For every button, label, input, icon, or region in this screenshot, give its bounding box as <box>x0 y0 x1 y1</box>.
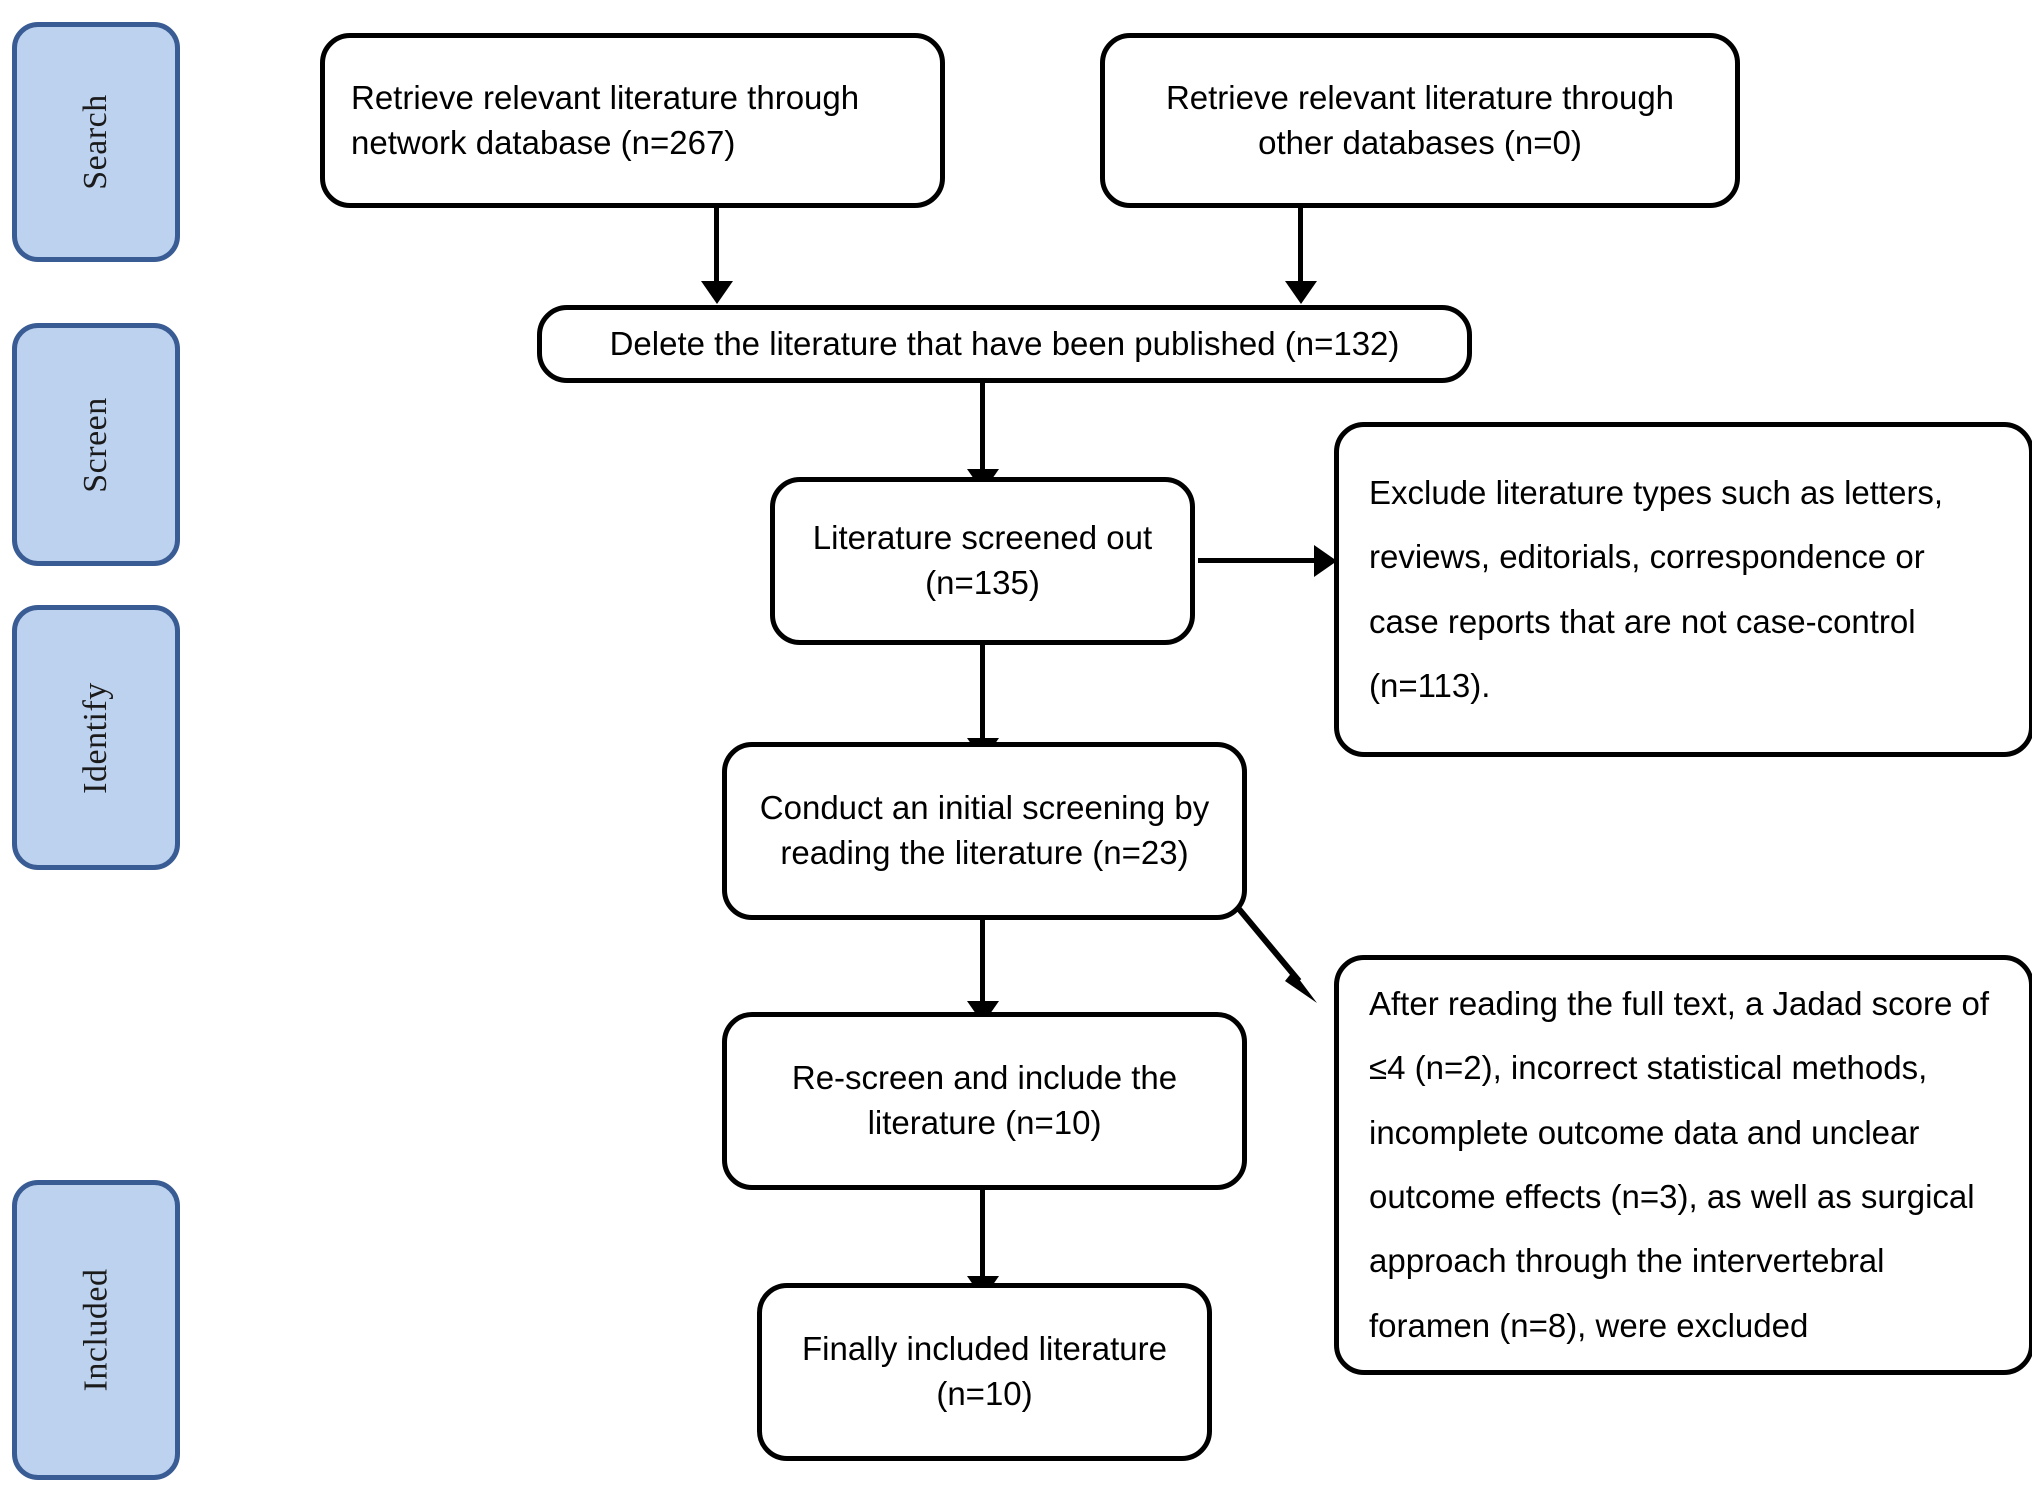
arrow-initial-screening-to-full-text-exclusions <box>1236 907 1317 1003</box>
arrow-source-other-to-delete <box>1298 208 1303 283</box>
box-exclude-literature-types-text: Exclude literature types such as letters… <box>1369 473 1944 704</box>
box-full-text-exclusions: After reading the full text, a Jadad sco… <box>1334 955 2032 1375</box>
stage-box-screen: Screen <box>12 323 180 566</box>
box-rescreen-include: Re-screen and include the literature (n=… <box>722 1012 1247 1190</box>
arrow-delete-to-screened-out <box>980 383 985 471</box>
stage-box-search: Search <box>12 22 180 262</box>
box-source-other-databases-text: Retrieve relevant literature through oth… <box>1165 78 1675 161</box>
box-rescreen-include-text: Re-screen and include the literature (n=… <box>791 1059 1178 1141</box>
box-source-network-database-text: Retrieve relevant literature through net… <box>351 78 860 161</box>
stage-box-included: Included <box>12 1180 180 1480</box>
box-finally-included: Finally included literature (n=10) <box>757 1283 1212 1461</box>
stage-label-screen: Screen <box>76 396 114 493</box>
arrow-source-network-to-delete <box>714 208 719 283</box>
box-initial-screening-text: Conduct an initial screening by reading … <box>759 789 1210 871</box>
arrow-screened-out-to-initial-screening <box>980 645 985 740</box>
box-source-network-database: Retrieve relevant literature through net… <box>320 33 945 208</box>
box-initial-screening: Conduct an initial screening by reading … <box>722 742 1247 920</box>
box-literature-screened-out-text: Literature screened out (n=135) <box>812 519 1153 601</box>
stage-label-search: Search <box>76 94 114 190</box>
box-exclude-literature-types: Exclude literature types such as letters… <box>1334 422 2032 757</box>
arrow-initial-screening-to-rescreen <box>980 920 985 1003</box>
box-full-text-exclusions-text: After reading the full text, a Jadad sco… <box>1369 984 1990 1344</box>
box-delete-published-text: Delete the literature that have been pub… <box>609 324 1400 362</box>
stage-label-included: Included <box>76 1268 114 1392</box>
box-literature-screened-out: Literature screened out (n=135) <box>770 477 1195 645</box>
stage-label-identify: Identify <box>76 681 114 794</box>
arrow-rescreen-to-finally-included <box>980 1190 985 1278</box>
stage-box-identify: Identify <box>12 605 180 870</box>
box-source-other-databases: Retrieve relevant literature through oth… <box>1100 33 1740 208</box>
box-finally-included-text: Finally included literature (n=10) <box>801 1330 1167 1412</box>
arrow-screened-out-to-exclude-types <box>1198 558 1316 563</box>
box-delete-published: Delete the literature that have been pub… <box>537 305 1472 383</box>
